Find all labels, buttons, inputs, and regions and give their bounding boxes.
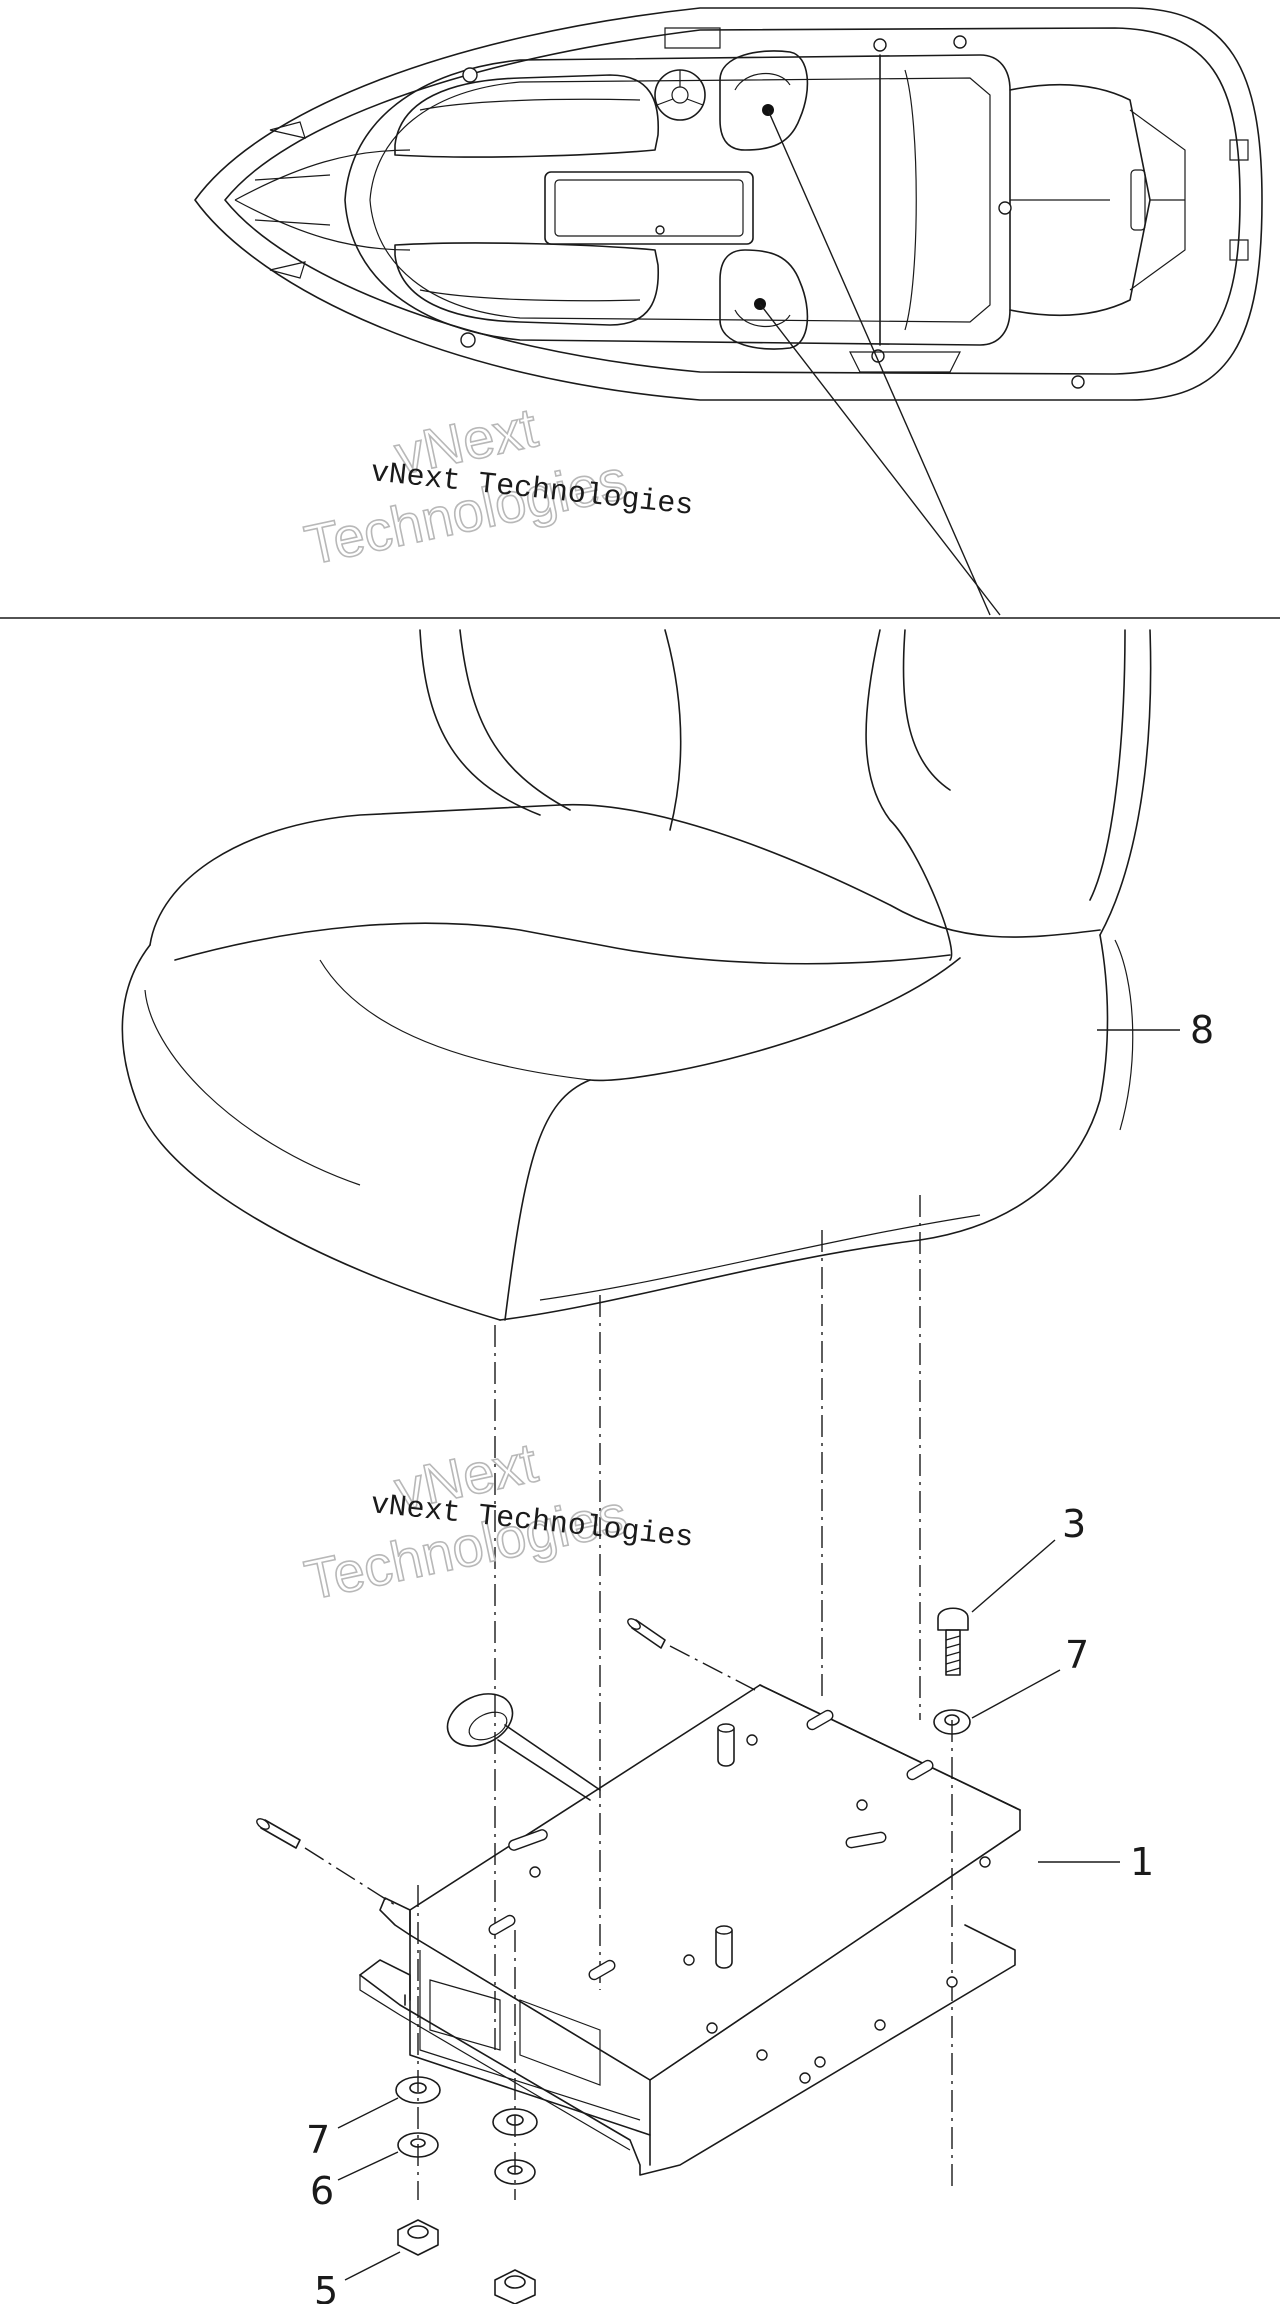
watercraft-top-view	[194, 7, 1263, 616]
callout-7-lower: 7	[306, 2097, 399, 2162]
callout-3: 3	[971, 1502, 1086, 1613]
svg-text:3: 3	[1062, 1502, 1086, 1546]
release-handle	[446, 1693, 601, 1801]
seat-base-bracket	[359, 1684, 1021, 2176]
roll-pin-lower	[256, 1818, 396, 1906]
seat-cushion	[121, 629, 1152, 1321]
hardware-stack-right	[492, 2108, 538, 2304]
callout-8: 8	[1097, 1008, 1214, 1052]
bolt	[937, 1607, 969, 1676]
washer-upper	[933, 1709, 971, 1735]
callout-6: 6	[310, 2151, 399, 2213]
watermark-top: Technologies vNext vNext Technologies	[299, 394, 695, 577]
callout-5: 5	[314, 2251, 401, 2304]
hardware-stack-left	[395, 2076, 441, 2256]
svg-text:5: 5	[314, 2269, 338, 2304]
watermark-middle: Technologies vNext vNext Technologies	[299, 1429, 695, 1612]
svg-text:7: 7	[306, 2118, 330, 2162]
callout-7-upper: 7	[971, 1633, 1089, 1719]
svg-text:8: 8	[1190, 1008, 1214, 1052]
callout-1: 1	[1038, 1840, 1154, 1884]
svg-text:1: 1	[1130, 1840, 1154, 1884]
svg-text:7: 7	[1065, 1633, 1089, 1677]
svg-text:6: 6	[310, 2169, 334, 2213]
roll-pin-upper	[627, 1618, 756, 1691]
